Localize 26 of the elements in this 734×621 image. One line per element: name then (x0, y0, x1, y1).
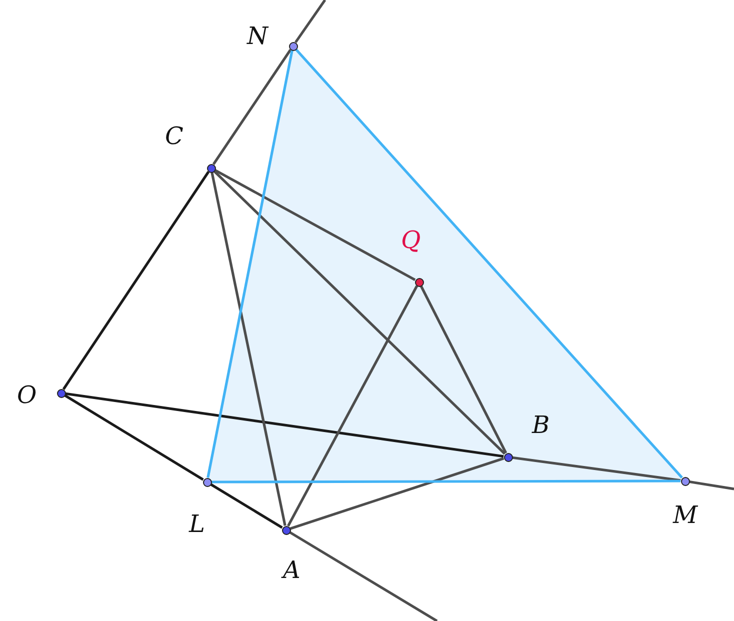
line-segment (512, 456, 681, 482)
line-segment (210, 483, 283, 529)
point-label: A (283, 558, 300, 582)
line-segment (64, 394, 204, 481)
line-segment (62, 171, 210, 390)
point-label: O (17, 383, 37, 407)
line-segment (420, 285, 508, 454)
line-segment (286, 285, 418, 527)
line-segment (295, 48, 683, 479)
point-label: C (165, 124, 184, 148)
line-segment (290, 457, 504, 530)
point-label: B (532, 413, 550, 437)
line-segment (212, 480, 680, 484)
line-segment (213, 170, 506, 455)
line-segment (294, 0, 326, 44)
line-segment (212, 49, 292, 165)
line-segment (289, 531, 438, 621)
point-label: N (247, 24, 268, 48)
line-segment (65, 392, 504, 458)
line-segment (210, 172, 286, 526)
line-segment (214, 169, 416, 281)
line-segment (206, 50, 294, 478)
point-label: M (673, 503, 698, 527)
point-label: Q (401, 228, 421, 252)
point-label: L (189, 512, 205, 536)
line-segment (689, 480, 734, 490)
